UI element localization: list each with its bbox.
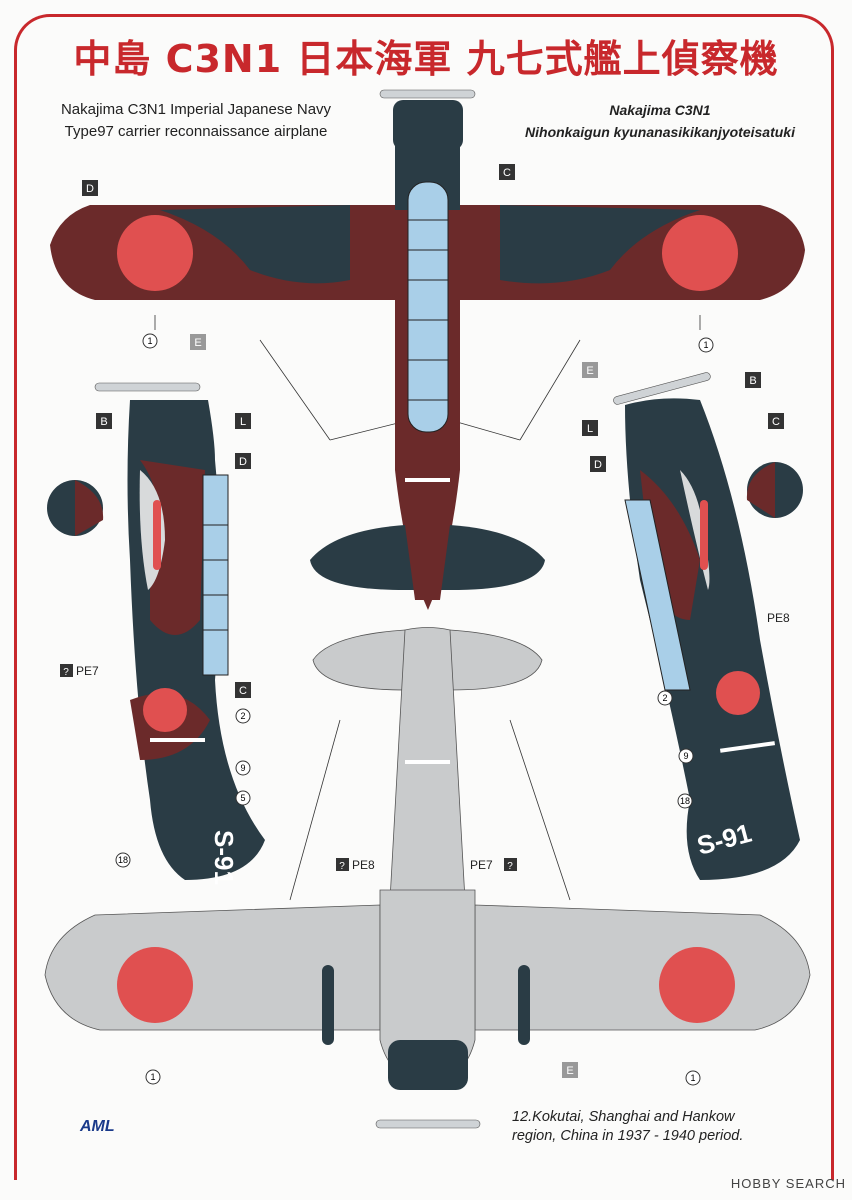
- num-9-right: 9: [683, 751, 688, 761]
- callout-D-top: D: [86, 183, 94, 195]
- num-1-top-left: 1: [147, 336, 152, 346]
- num-5-left: 5: [240, 793, 245, 803]
- callout-E-bottom: E: [566, 1065, 573, 1077]
- callout-E-left: E: [194, 337, 201, 349]
- aml-logo: AML: [80, 1118, 115, 1135]
- pe8-right-label: PE8: [767, 611, 790, 625]
- page-frame: [14, 14, 834, 1180]
- bottom-view: [44, 627, 811, 1129]
- num-18-right: 18: [680, 796, 690, 806]
- num-1-top-right: 1: [703, 340, 708, 350]
- caption-romaji-line2: Nihonkaigun kyunanasikikanjyoteisatuki: [525, 124, 795, 140]
- bottom-left-hinomaru: [117, 947, 193, 1023]
- unit-caption-line2: region, China in 1937 - 1940 period.: [512, 1128, 744, 1144]
- caption-english: Nakajima C3N1 Imperial Japanese Navy Typ…: [46, 99, 346, 143]
- pe-labels: ? PE7 ? PE8 PE7 ? PE8: [60, 611, 790, 872]
- callout-C-top: C: [503, 167, 511, 179]
- top-right-hinomaru: [662, 215, 738, 291]
- num-1-bottom-right: 1: [690, 1073, 695, 1083]
- pe8-bottom-label: PE8: [352, 858, 375, 872]
- right-side-view: S-91: [613, 372, 803, 880]
- callout-B-right: B: [749, 375, 756, 387]
- num-9-left: 9: [240, 763, 245, 773]
- callout-L-right: L: [587, 423, 593, 435]
- pe7-left-label: PE7: [76, 664, 99, 678]
- unit-caption-line1: 12.Kokutai, Shanghai and Hankow: [512, 1109, 735, 1125]
- top-left-hinomaru: [117, 215, 193, 291]
- caption-romaji-line1: Nakajima C3N1: [609, 102, 711, 118]
- page-title: 中島 C3N1 日本海軍 九七式艦上偵察機: [73, 37, 779, 81]
- watermark: HOBBY SEARCH: [730, 1176, 846, 1191]
- unit-caption: 12.Kokutai, Shanghai and Hankow region, …: [512, 1108, 832, 1146]
- callout-boxes: D C E B L D C E B L C D E: [82, 164, 784, 1078]
- pe8-bottom-badge: ?: [339, 861, 345, 872]
- pe7-bottom-badge: ?: [507, 861, 513, 872]
- callout-B-left: B: [100, 416, 107, 428]
- num-2-left: 2: [240, 711, 245, 721]
- bottom-right-hinomaru: [659, 947, 735, 1023]
- num-2-right: 2: [662, 693, 667, 703]
- top-canopy-frames: [408, 219, 448, 401]
- caption-english-line1: Nakajima C3N1 Imperial Japanese Navy: [60, 101, 332, 118]
- num-1-bottom-left: 1: [150, 1072, 155, 1082]
- callout-D-left: D: [239, 456, 247, 468]
- pe7-bottom-label: PE7: [470, 858, 493, 872]
- caption-english-line2: Type97 carrier reconnaissance airplane: [64, 123, 328, 140]
- callout-D-right: D: [594, 459, 602, 471]
- callout-E-right: E: [586, 365, 593, 377]
- pe7-left-badge: ?: [63, 667, 69, 678]
- left-side-view: S-91: [47, 382, 265, 885]
- callout-C-right: C: [772, 416, 780, 428]
- num-18-left: 18: [118, 855, 128, 865]
- callout-C-left: C: [239, 685, 247, 697]
- numbered-callouts: 1 1 2 9 5 18 2 9 18 1 1: [115, 333, 714, 1086]
- caption-romaji: Nakajima C3N1 Nihonkaigun kyunanasikikan…: [470, 99, 850, 143]
- callout-L-left: L: [240, 416, 246, 428]
- top-view: [50, 89, 805, 610]
- left-tail-code: S-91: [209, 830, 239, 885]
